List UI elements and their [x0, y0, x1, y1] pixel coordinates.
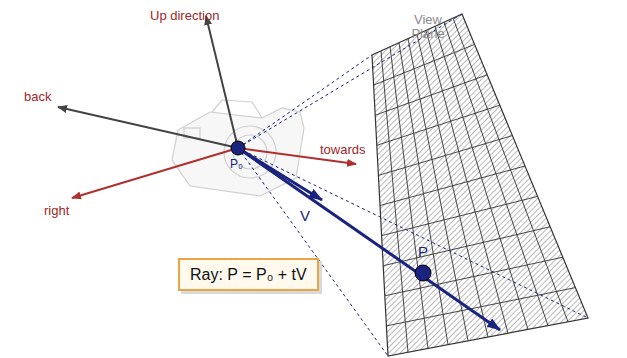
- formula-text: Ray: P = P₀ + tV: [190, 266, 307, 283]
- frustum-line: [238, 14, 588, 356]
- axis-label: Up direction: [150, 9, 219, 23]
- intersection-point: [415, 265, 431, 281]
- vector-label: V: [300, 208, 310, 225]
- axis-label: back: [24, 90, 51, 104]
- point-label: P: [418, 244, 428, 261]
- plane-grid: [374, 18, 576, 352]
- axis-label: right: [44, 204, 69, 218]
- axis-label: towards: [320, 143, 366, 157]
- back-axis: [58, 107, 238, 148]
- plane-label: View Plane: [398, 13, 458, 42]
- ray-line: [238, 148, 500, 330]
- up-axis: [206, 16, 238, 148]
- point-label: P₀: [230, 158, 243, 171]
- view-plane: [372, 14, 588, 356]
- formula-box: Ray: P = P₀ + tV: [178, 258, 319, 291]
- eye-point: [231, 141, 245, 155]
- right-axis: [72, 148, 238, 198]
